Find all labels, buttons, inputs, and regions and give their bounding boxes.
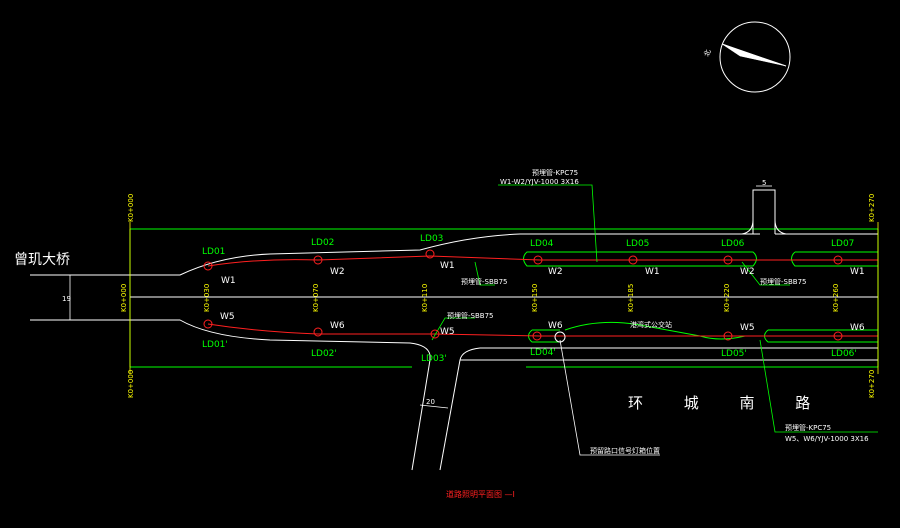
- callout-conduit-bottom: 预埋管-KPC75: [785, 423, 831, 432]
- circuit-w6: W6: [850, 323, 865, 333]
- callout-cable-bottom: W5、W6/YJV-1000 3X16: [785, 435, 869, 443]
- cabinet-ld03p: LD03': [421, 354, 447, 364]
- station-k0150: K0+150: [531, 284, 539, 312]
- drawing-title: 道路照明平面图 —I: [446, 489, 515, 499]
- station-k0270-bot: K0+270: [868, 370, 876, 398]
- bridge-label: 曾玑大桥: [14, 252, 70, 268]
- cabinet-ld07: LD07: [831, 239, 854, 249]
- north-label: 北: [703, 48, 713, 57]
- cabinet-ld02: LD02: [311, 238, 334, 248]
- station-k0070: K0+070: [312, 284, 320, 312]
- cabinet-ld06: LD06: [721, 239, 745, 249]
- cabinet-ld02p: LD02': [311, 349, 337, 359]
- callout-conduit-top: 预埋管-KPC75: [532, 168, 578, 177]
- circuit-w1: W1: [440, 261, 455, 271]
- leader-lines: [431, 184, 878, 433]
- circuit-w1: W1: [850, 267, 865, 277]
- station-k0000-mid: K0+000: [120, 284, 128, 312]
- circuit-w6: W6: [330, 321, 345, 331]
- road-name-label: 环 城 南 路: [628, 394, 828, 412]
- cabinet-ld04: LD04: [530, 239, 554, 249]
- callout-cable-top: W1-W2/YJV-1000 3X16: [500, 178, 579, 186]
- circuit-w2: W2: [740, 267, 755, 277]
- circuit-w1: W1: [221, 276, 236, 286]
- circuit-w5: W5: [440, 327, 455, 337]
- signal-cabinet-icon: [554, 331, 566, 343]
- circuit-w6: W6: [548, 321, 563, 331]
- station-k0220: K0+220: [723, 284, 731, 312]
- north-arrow-icon: 北: [703, 21, 791, 93]
- cabinet-ld04p: LD04': [530, 348, 556, 358]
- cabinet-ld05: LD05: [626, 239, 649, 249]
- cabinet-ld03: LD03: [420, 234, 443, 244]
- cabinet-ld01: LD01: [202, 247, 225, 257]
- circuit-w1: W1: [645, 267, 660, 277]
- station-ticks: [129, 222, 879, 374]
- road-curbs: [129, 228, 879, 368]
- callout-conduit-left-bot: 预埋管-SBB75: [447, 311, 493, 320]
- circuit-w2: W2: [330, 267, 345, 277]
- circuit-w5: W5: [220, 312, 235, 322]
- station-k0030: K0+030: [203, 284, 211, 312]
- road-width-dimension: 19: [62, 295, 71, 303]
- callout-conduit-left-top: 预埋管-SBB75: [461, 277, 507, 286]
- station-k0110: K0+110: [421, 284, 429, 312]
- dimension-marks: [66, 185, 772, 409]
- road-edges: [30, 189, 878, 471]
- circuit-w2: W2: [548, 267, 563, 277]
- station-k0260: K0+260: [832, 284, 840, 312]
- cabinet-ld05p: LD05': [721, 349, 747, 359]
- cable-routes: [207, 255, 878, 337]
- station-k0270-top: K0+270: [868, 194, 876, 222]
- station-k0000-top: K0+000: [127, 194, 135, 222]
- light-poles: [203, 249, 843, 341]
- callout-signal-cabinet: 预留路口信号灯箱位置: [590, 446, 660, 455]
- signal-leader: [559, 339, 660, 456]
- station-k0000-bot: K0+000: [127, 370, 135, 398]
- cabinet-ld06p: LD06': [831, 349, 857, 359]
- station-k0185: K0+185: [627, 284, 635, 312]
- callout-conduit-right-top: 预埋管-SBB75: [760, 277, 806, 286]
- callout-bus-stop: 港湾式公交站: [630, 320, 672, 329]
- circuit-w5: W5: [740, 323, 755, 333]
- cabinet-ld01p: LD01': [202, 340, 228, 350]
- branch-dimension: 5: [762, 179, 766, 187]
- side-road-dimension: 20: [426, 398, 435, 406]
